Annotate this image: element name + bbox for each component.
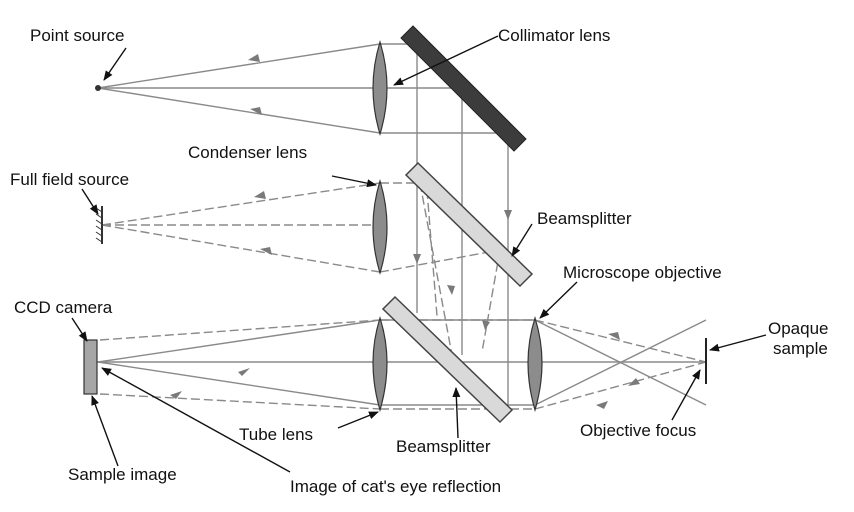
leader-sample-image — [91, 395, 119, 467]
leader-opaque-sample — [709, 334, 767, 352]
leader-point-source — [103, 47, 127, 81]
field-ray-upper — [101, 182, 381, 226]
leader-objective-focus — [671, 369, 701, 421]
field-ray-lower-2 — [379, 249, 501, 273]
tube-lens-shape — [372, 316, 388, 413]
label-collimator-lens: Collimator lens — [498, 26, 610, 45]
point-source-dot — [95, 85, 101, 91]
leader-ccd-camera — [71, 317, 88, 342]
leader-condenser-lens — [331, 175, 377, 188]
leader-lines — [71, 35, 767, 473]
ray-arrow — [254, 191, 266, 199]
point-source-ray-upper — [97, 43, 381, 89]
field-ray-down-a — [419, 182, 453, 356]
ray-arrow — [250, 107, 262, 115]
bottom-ray-a1 — [99, 319, 381, 341]
ray-group — [96, 43, 707, 412]
field-ray-down-c — [426, 189, 438, 317]
ray-arrow — [596, 401, 608, 409]
leader-full-field-source — [81, 188, 99, 215]
cats-eye-ray-d — [534, 319, 707, 406]
bottom-ray-b3 — [534, 361, 707, 410]
label-microscope-objective: Microscope objective — [563, 263, 722, 282]
fold-mirror — [400, 25, 527, 152]
microscope-objective-shape — [527, 316, 543, 413]
label-beamsplitter-bottom: Beamsplitter — [396, 437, 491, 456]
leader-microscope-objective — [539, 281, 578, 319]
ray-arrow — [238, 368, 250, 376]
ray-arrow — [413, 254, 421, 264]
label-tube-lens: Tube lens — [239, 425, 313, 444]
label-sample-image: Sample image — [68, 465, 177, 484]
leader-collimator-lens — [393, 35, 499, 86]
cats-eye-ray-upper — [97, 319, 381, 363]
collimator-lens-shape — [372, 39, 388, 137]
beamsplitter-bottom-shape — [381, 295, 514, 424]
condenser-lens-shape — [372, 178, 388, 276]
label-beamsplitter-top: Beamsplitter — [537, 209, 632, 228]
label-opaque-sample-line1: Opaque — [768, 319, 829, 338]
cats-eye-ray-lower — [97, 361, 381, 406]
ray-arrow — [248, 54, 260, 62]
point-source-ray-lower — [97, 87, 381, 134]
label-point-source: Point source — [30, 26, 125, 45]
label-opaque-sample-line2: sample — [773, 339, 828, 358]
field-ray-lower — [101, 224, 381, 273]
ray-arrow — [608, 332, 620, 340]
bottom-ray-a3 — [534, 319, 707, 363]
leader-tube-lens — [337, 411, 379, 429]
label-objective-focus: Objective focus — [580, 421, 696, 440]
bottom-ray-b1 — [99, 393, 381, 410]
ray-arrowheads — [170, 54, 640, 409]
leader-beamsplitter-bottom — [452, 387, 461, 439]
ray-arrow — [628, 378, 640, 386]
ray-arrow — [447, 285, 455, 295]
label-cats-eye-image: Image of cat's eye reflection — [290, 477, 501, 496]
ccd-camera-sensor — [83, 339, 98, 395]
field-ray-down-b — [481, 249, 501, 353]
leader-cats-eye-image — [101, 367, 291, 473]
beamsplitter-top-shape — [404, 161, 534, 288]
label-full-field-source: Full field source — [10, 170, 129, 189]
ray-arrow — [260, 247, 272, 255]
ray-arrow — [482, 320, 490, 330]
label-condenser-lens: Condenser lens — [188, 143, 307, 162]
ray-arrow — [170, 391, 182, 399]
full-field-source-icon — [95, 206, 103, 244]
ray-arrow — [504, 210, 512, 220]
label-ccd-camera: CCD camera — [14, 298, 113, 317]
leader-beamsplitter-top — [511, 223, 533, 257]
